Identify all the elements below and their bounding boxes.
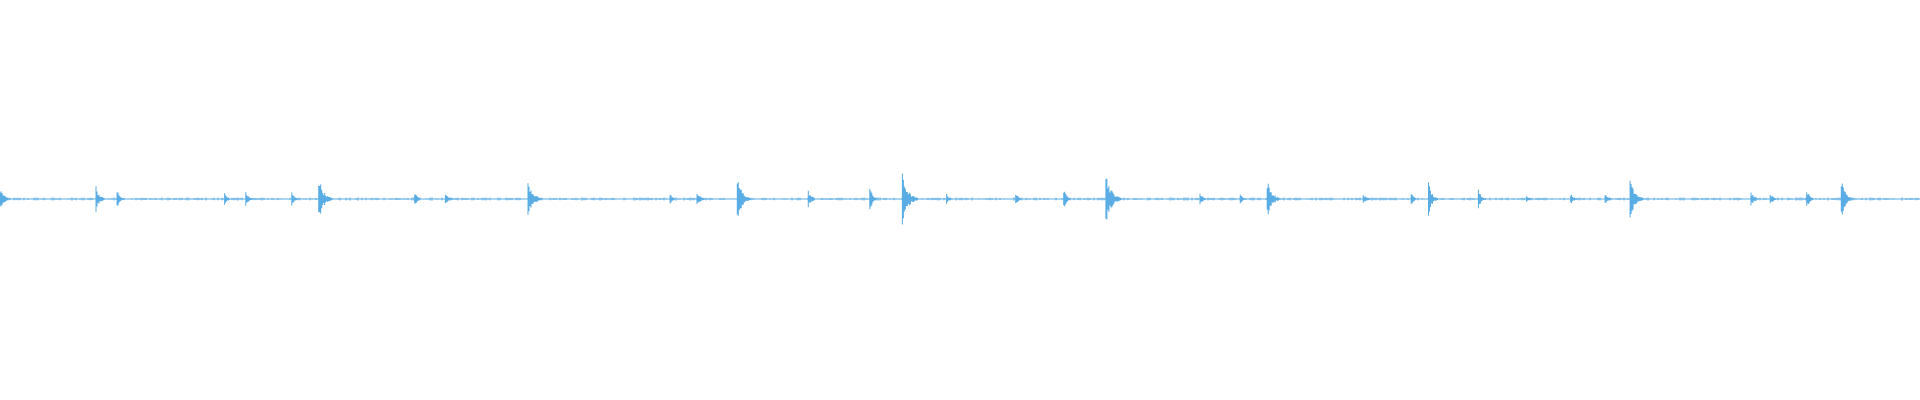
waveform-peak (807, 190, 818, 208)
waveform-peak (1629, 180, 1644, 218)
waveform-peak (736, 182, 751, 216)
waveform-peak (1362, 195, 1375, 203)
waveform-peak (444, 194, 457, 204)
waveform-peak (95, 186, 106, 212)
waveform-peak (901, 173, 918, 225)
waveform-peak (318, 184, 333, 214)
waveform-peak (1477, 189, 1488, 209)
waveform-peak (1063, 191, 1074, 207)
waveform-peak (1410, 194, 1419, 204)
waveform-peak (1806, 192, 1815, 206)
waveform-peak (1525, 196, 1534, 202)
waveform-peak (1604, 195, 1613, 203)
waveform-peak (1199, 193, 1208, 205)
waveform-peak (245, 192, 254, 206)
waveform-peak (1769, 194, 1778, 204)
waveform-peak (527, 183, 542, 215)
waveform-peak (414, 194, 423, 204)
waveform-peak (1266, 183, 1281, 215)
waveform-peak (1105, 178, 1122, 220)
waveform-peak (1570, 194, 1581, 204)
waveform-peak (946, 194, 955, 204)
waveform-peak (1015, 194, 1024, 204)
waveform-peak (1239, 194, 1248, 204)
waveform-peak (116, 192, 125, 206)
waveform-peak (696, 194, 707, 204)
waveform-peak (1840, 183, 1853, 215)
waveform-peak (224, 193, 233, 205)
waveform-peak (1428, 182, 1438, 216)
waveform-peak (1750, 192, 1761, 206)
waveform-peak (0, 191, 12, 207)
waveform-peak (869, 188, 878, 210)
waveform-peak (291, 192, 300, 206)
waveform-peak (669, 194, 678, 204)
